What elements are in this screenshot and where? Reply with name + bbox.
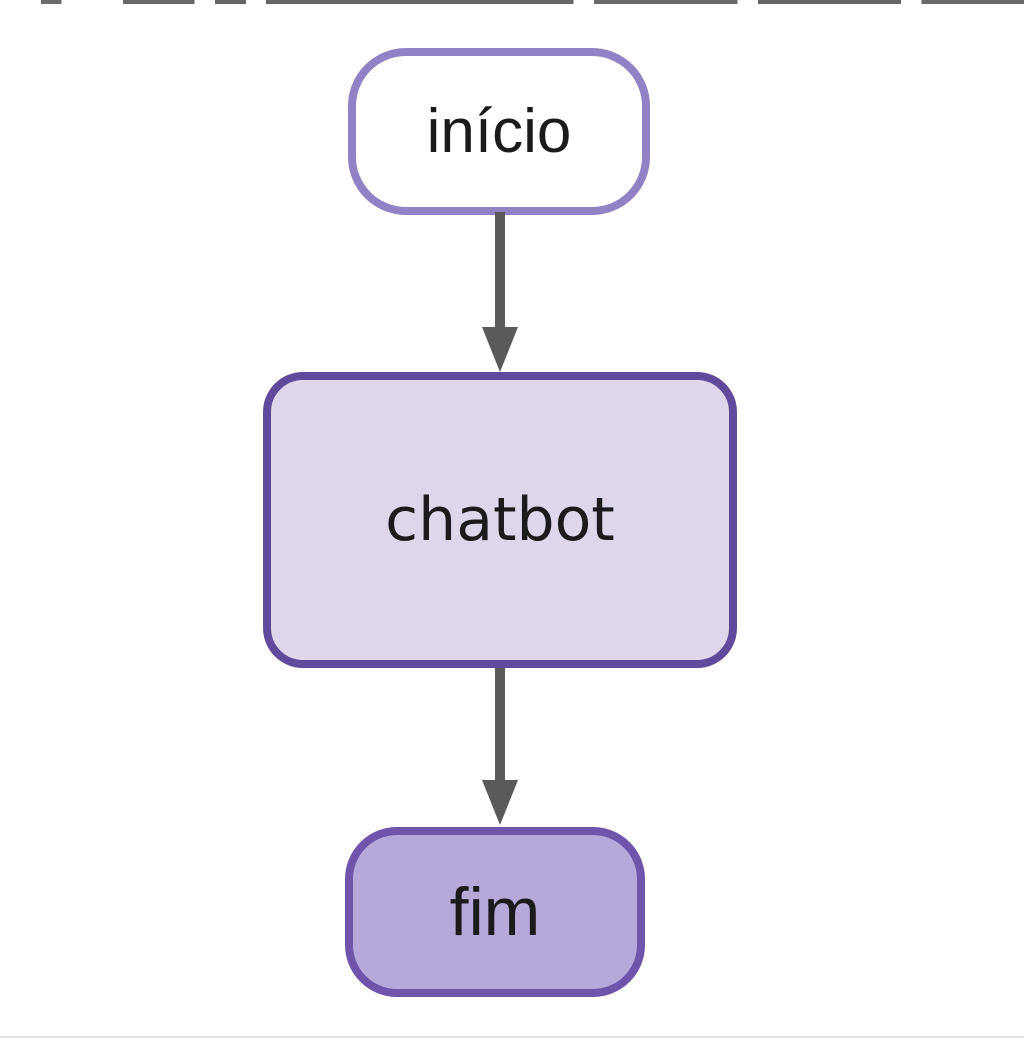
node-fim[interactable]: fim	[345, 827, 645, 997]
node-chatbot-label: chatbot	[385, 485, 615, 555]
arrowhead-icon	[482, 327, 518, 372]
arrow-chatbot-to-fim	[482, 665, 518, 825]
arrowhead-icon	[482, 780, 518, 825]
node-fim-label: fim	[449, 874, 541, 950]
node-chatbot[interactable]: chatbot	[263, 372, 737, 668]
bottom-edge-line	[0, 1036, 1024, 1038]
arrow-inicio-to-chatbot	[482, 212, 518, 372]
top-edge-artifact	[0, 0, 1024, 4]
node-inicio-label: início	[426, 97, 572, 166]
node-inicio[interactable]: início	[348, 48, 650, 215]
